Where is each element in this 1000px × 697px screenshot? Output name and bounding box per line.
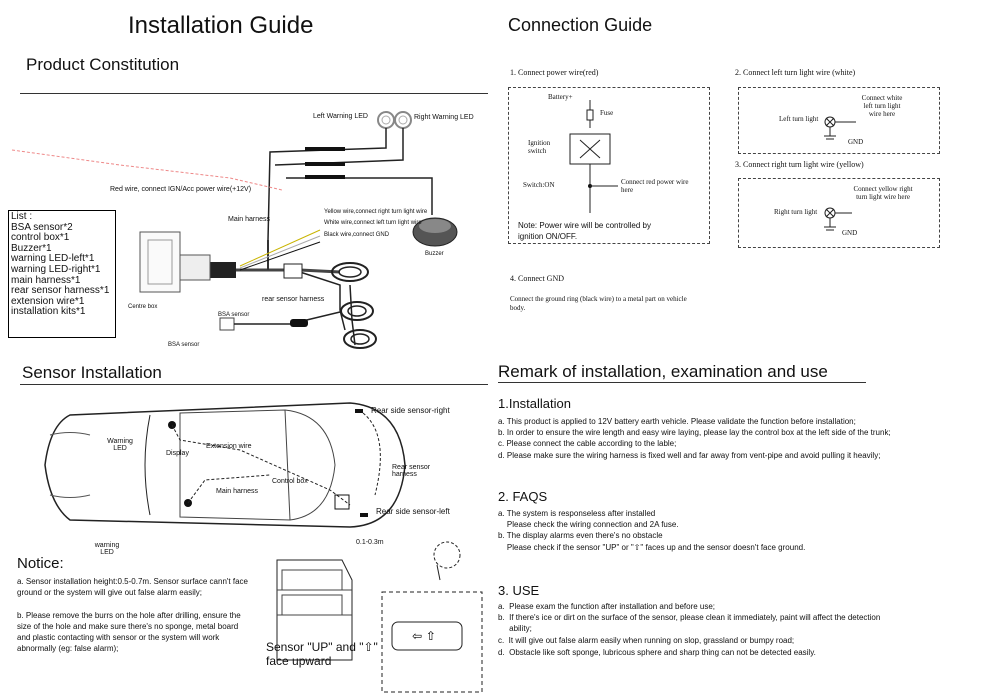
step3-circuit (824, 207, 852, 231)
warning-led-bottom-label: warning LED (94, 542, 120, 556)
installation-heading: 1.Installation (498, 396, 571, 411)
gnd-label-1: GND (848, 138, 864, 146)
rear-sensor-harness-label: rear sensor harness (262, 296, 325, 303)
parts-list: List : BSA sensor*2 control box*1 Buzzer… (8, 210, 116, 338)
list-item: rear sensor harness*1 (11, 285, 110, 297)
sensor-installation-heading: Sensor Installation (22, 363, 162, 382)
step2-box (738, 87, 940, 154)
faq-a-answer: Please check the wiring connection and 2… (498, 520, 679, 529)
faq-b: b. The display alarms even there's no ob… (498, 531, 663, 540)
list-item: extension wire*1 (11, 295, 85, 307)
faq-b-answer: Please check if the sensor "UP" or "⇧" f… (498, 543, 806, 552)
step4-description: Connect the ground ring (black wire) to … (510, 295, 687, 312)
installation-a: a. This product is applied to 12V batter… (498, 417, 856, 426)
gnd-label-2: GND (842, 229, 858, 237)
battery-label: Battery+ (548, 93, 573, 101)
white-wire-label: White wire,connect left turn light wire (324, 220, 422, 226)
rear-right-sensor-label: Rear side sensor-right (371, 406, 450, 415)
svg-text:⇦ ⇧: ⇦ ⇧ (412, 629, 436, 643)
notice-b: b. Please remove the burrs on the hole a… (17, 611, 241, 653)
right-led-label: Right Warning LED (414, 114, 474, 121)
step1-box (508, 87, 710, 244)
use-c: c. It will give out false alarm easily w… (498, 636, 795, 645)
sensor-up-line-1: Sensor "UP" and "⇧" (266, 640, 378, 654)
step2-label: 2. Connect left turn light wire (white) (735, 68, 856, 77)
black-wire-label: Black wire,connect GND (324, 232, 390, 238)
notice-a: a. Sensor installation height:0.5-0.7m. … (17, 577, 248, 597)
distance-label: 0.1-0.3m (356, 539, 384, 546)
control-box-label: Control box (272, 478, 308, 485)
red-wire-label: Red wire, connect IGN/Acc power wire(+12… (110, 186, 252, 193)
right-turn-light-label: Right turn light (774, 208, 818, 216)
divider (498, 382, 866, 383)
connection-guide-title: Connection Guide (508, 15, 653, 35)
display-label: Display (166, 450, 189, 457)
list-item: List : (11, 211, 33, 222)
faqs-heading: 2. FAQS (498, 489, 548, 504)
product-wiring-diagram (11, 111, 458, 349)
step4-label: 4. Connect GND (510, 274, 564, 283)
use-b-cont: ability; (498, 624, 532, 633)
bsa-sensor-label-1: BSA sensor (218, 312, 250, 318)
notice-title: Notice: (17, 555, 64, 572)
bsa-sensor-label-2: BSA sensor (168, 342, 200, 348)
rear-left-sensor-label: Rear side sensor-left (376, 507, 450, 516)
page-title: Installation Guide (128, 12, 314, 39)
connect-white-label: Connect white left turn light wire here (861, 94, 903, 118)
centre-box-label: Centre box (128, 304, 158, 310)
extension-wire-label: Extension wire (206, 443, 252, 450)
main-harness-label: Main harness (216, 488, 259, 495)
left-led-label: Left Warning LED (313, 113, 368, 120)
connect-red-label: Connect red power wire here (621, 178, 689, 194)
main-harness-label: Main harness (228, 216, 271, 223)
power-note: Note: Power wire will be controlled by i… (518, 221, 651, 241)
divider (20, 384, 488, 385)
remark-heading: Remark of installation, examination and … (498, 362, 828, 381)
divider (20, 93, 488, 94)
step1-label: 1. Connect power wire(red) (510, 68, 599, 77)
use-a: a. Please exam the function after instal… (498, 602, 716, 611)
list-item: warning LED-right*1 (11, 263, 101, 275)
step3-box (738, 178, 940, 248)
list-item: control box*1 (11, 232, 70, 244)
left-turn-light-label: Left turn light (779, 115, 819, 123)
use-d: d. Obstacle like soft sponge, lubricous … (498, 648, 816, 657)
buzzer-label: Buzzer (425, 251, 444, 257)
step2-circuit (824, 116, 856, 140)
faq-a: a. The system is responseless after inst… (498, 509, 656, 518)
step1-circuit (569, 100, 618, 213)
installation-c: c. Please connect the cable according to… (498, 439, 677, 448)
rear-sensor-harness-label: Rear sensor harness (392, 464, 431, 478)
step3-label: 3. Connect right turn light wire (yellow… (735, 160, 864, 169)
sensor-closeup-diagram: ⇦ ⇧ (276, 541, 483, 693)
use-heading: 3. USE (498, 583, 540, 598)
connect-yellow-label: Connect yellow right turn light wire her… (853, 185, 913, 201)
product-constitution-heading: Product Constitution (26, 55, 180, 74)
list-item: warning LED-left*1 (11, 253, 95, 265)
switch-on-label: Switch:ON (523, 181, 555, 189)
sensor-up-caption: Sensor "UP" and "⇧" face upward (266, 640, 378, 668)
installation-d: d. Please make sure the wiring harness i… (498, 451, 881, 460)
list-item: main harness*1 (11, 274, 81, 286)
warning-led-top-label: Warning LED (107, 438, 133, 452)
list-item: Buzzer*1 (11, 242, 52, 254)
ignition-switch-label: Ignition switch (528, 139, 551, 155)
sensor-up-line-2: face upward (266, 654, 332, 668)
car-installation-diagram (44, 402, 406, 528)
fuse-label: Fuse (600, 109, 614, 117)
yellow-wire-label: Yellow wire,connect right turn light wir… (324, 209, 428, 215)
installation-b: b. In order to ensure the wire length an… (498, 428, 891, 437)
list-item: installation kits*1 (11, 306, 86, 318)
list-item: BSA sensor*2 (11, 221, 73, 233)
use-b: b. If there's ice or dirt on the surface… (498, 613, 881, 622)
